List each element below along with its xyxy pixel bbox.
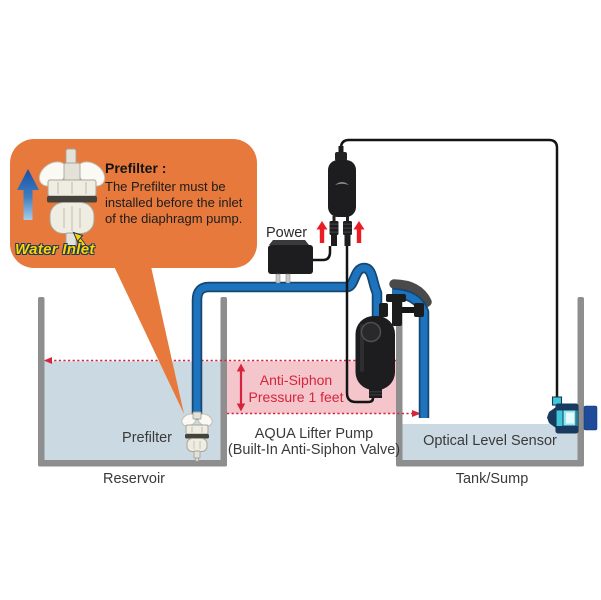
controller-to-sensor-wire — [339, 138, 559, 399]
callout-title: Prefilter : — [105, 160, 167, 176]
inlet-tube — [191, 262, 383, 420]
reservoir-container — [38, 297, 227, 467]
anti-siphon-valve-cap — [389, 279, 432, 307]
sensor-wall-bracket — [583, 405, 598, 431]
water-level-lines — [44, 357, 421, 417]
anti-siphon-double-arrow-icon — [236, 363, 246, 412]
pump-label-line-1: AQUA Lifter Pump — [254, 426, 374, 442]
anti-siphon-line-1: Anti-Siphon — [259, 372, 333, 388]
prefilter-photo — [38, 148, 106, 251]
pump-label: AQUA Lifter Pump (Built-In Anti-Siphon V… — [226, 426, 402, 458]
water-inlet-label: Water Inlet — [15, 241, 95, 258]
power-label: Power — [266, 225, 308, 241]
tank-sump-label: Tank/Sump — [455, 471, 529, 487]
tank-container — [396, 297, 584, 467]
tank-water — [402, 424, 578, 461]
callout-tail — [112, 262, 184, 414]
anti-siphon-line-2: Pressure 1 feet — [248, 388, 344, 405]
power-adapter — [268, 240, 313, 284]
level-arrow-left-icon — [44, 357, 52, 364]
plug-arrow-right-icon — [353, 221, 365, 243]
pump-body — [355, 316, 395, 398]
callout-body-line-1: The Prefilter must be — [105, 179, 226, 194]
pump-label-line-2: (Built-In Anti-Siphon Valve) — [227, 441, 401, 458]
water-inlet-arrow-icon — [72, 231, 87, 249]
pump-controller — [328, 146, 356, 217]
anti-siphon-label: Anti-Siphon Pressure 1 feet — [238, 372, 354, 405]
prefilter-in-reservoir — [181, 411, 213, 462]
optical-sensor-label: Optical Level Sensor — [423, 433, 557, 449]
power-adapter-cable — [312, 246, 332, 262]
water-flow-up-arrow-icon — [17, 169, 39, 220]
prefilter-label: Prefilter — [122, 430, 172, 446]
level-arrow-right-icon — [412, 410, 421, 417]
pump-power-cable — [345, 246, 375, 404]
dc-plug-right — [343, 216, 352, 246]
dc-plug-left — [329, 216, 339, 246]
reservoir-label: Reservoir — [102, 471, 166, 487]
optical-level-sensor — [547, 396, 598, 434]
callout-body-line-3: of the diaphragm pump. — [105, 211, 243, 226]
callout-body-line-2: installed before the inlet — [105, 195, 243, 210]
pump-mount-clamp — [379, 294, 424, 326]
plug-arrow-left-icon — [316, 221, 328, 243]
brand-logo — [335, 182, 349, 185]
